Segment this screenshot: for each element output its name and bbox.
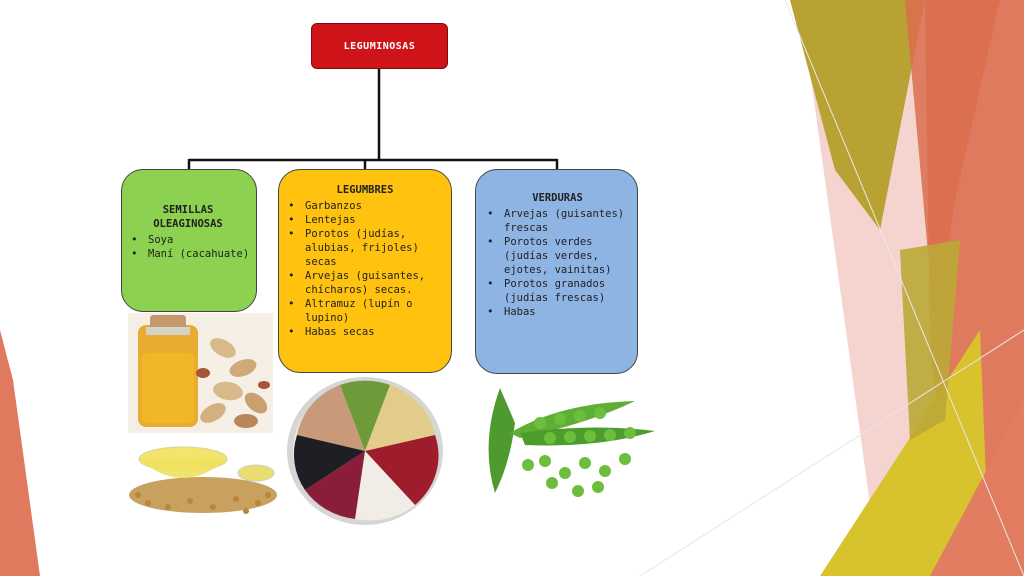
- list-item: Habas secas: [283, 325, 447, 339]
- category-title: LEGUMBRES: [336, 184, 394, 196]
- deco-salmon-bottom: [930, 400, 1024, 576]
- deco-thin-line: [784, 0, 1024, 576]
- item-list: Arvejas (guisantes) frescas Porotos verd…: [482, 207, 633, 319]
- list-item: Soya: [126, 233, 250, 247]
- category-semillas-oleaginosas: SEMILLAS OLEAGINOSAS Soya Maní (cacahuat…: [121, 169, 257, 312]
- category-verduras: VERDURAS Arvejas (guisantes) frescas Por…: [475, 169, 638, 374]
- category-title: VERDURAS: [532, 192, 583, 204]
- root-label: LEGUMINOSAS: [343, 40, 416, 52]
- deco-olive-lower: [900, 240, 960, 440]
- deco-olive-band: [790, 0, 925, 230]
- list-item: Garbanzos: [283, 199, 447, 213]
- category-title: SEMILLAS OLEAGINOSAS: [153, 204, 223, 230]
- list-item: Porotos verdes (judías verdes, ejotes, v…: [482, 235, 633, 277]
- soy-oil-bowl-image: [128, 437, 278, 517]
- list-item: Arvejas (guisantes) frescas: [482, 207, 633, 235]
- peanut-oil-bottle-image: [128, 313, 273, 433]
- deco-salmon-left: [0, 330, 40, 576]
- deco-thin-line-2: [639, 329, 1024, 576]
- list-item: Porotos (judías, alubias, frijoles) seca…: [283, 227, 447, 269]
- mixed-legumes-image: [287, 377, 443, 525]
- item-list: Garbanzos Lentejas Porotos (judías, alub…: [283, 199, 447, 339]
- green-peas-image: [488, 388, 655, 497]
- list-item: Maní (cacahuate): [126, 247, 250, 261]
- list-item: Lentejas: [283, 213, 447, 227]
- item-list: Soya Maní (cacahuate): [126, 233, 250, 261]
- root-node: LEGUMINOSAS: [311, 23, 448, 69]
- list-item: Altramuz (lupín o lupino): [283, 297, 447, 325]
- category-legumbres: LEGUMBRES Garbanzos Lentejas Porotos (ju…: [278, 169, 452, 373]
- list-item: Porotos granados (judías frescas): [482, 277, 633, 305]
- list-item: Habas: [482, 305, 633, 319]
- list-item: Arvejas (guisantes, chícharos) secas.: [283, 269, 447, 297]
